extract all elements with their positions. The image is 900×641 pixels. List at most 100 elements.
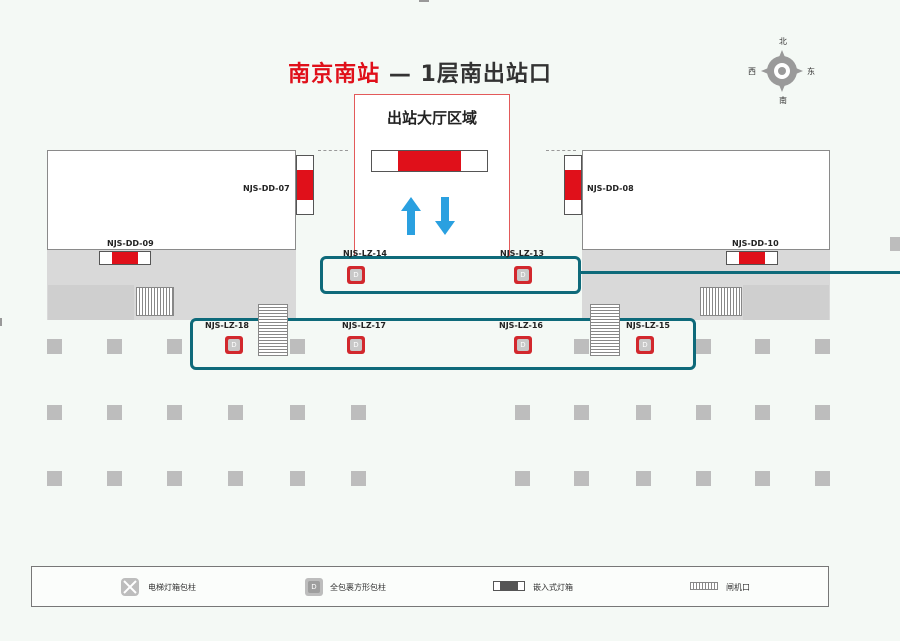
left-turnstile	[136, 287, 174, 316]
legend: 电梯灯箱包柱 D 全包裹方形包柱 嵌入式灯箱 闸机口	[31, 566, 829, 607]
column	[47, 471, 62, 486]
legend-item3-label: 嵌入式灯箱	[533, 583, 573, 592]
legend-item2-label: 全包裹方形包柱	[330, 583, 386, 592]
legend-item4-label: 闸机口	[726, 583, 750, 592]
lightbox-dd08	[564, 155, 582, 215]
column	[755, 471, 770, 486]
right-turnstile	[700, 287, 742, 316]
column	[228, 471, 243, 486]
column	[107, 405, 122, 420]
embedded-lightbox-icon-fill	[500, 582, 518, 590]
lightbox-dd10	[726, 251, 778, 265]
pillar-lz14-glyph: D	[350, 269, 362, 281]
pillar-lz16: D	[514, 336, 532, 354]
column	[290, 339, 305, 354]
column	[167, 471, 182, 486]
right-escalator	[590, 304, 620, 356]
column	[290, 405, 305, 420]
right-building	[582, 150, 830, 250]
column	[755, 339, 770, 354]
compass-icon	[761, 50, 803, 92]
exit-hall-label: 出站大厅区域	[386, 109, 477, 127]
dashed-line-left	[318, 150, 348, 151]
lightbox-dd09-fill	[112, 252, 138, 264]
column	[351, 405, 366, 420]
column	[574, 405, 589, 420]
column	[815, 405, 830, 420]
square-pillar-glyph: D	[308, 581, 320, 593]
pillar-lz15-glyph: D	[639, 339, 651, 351]
column	[636, 405, 651, 420]
column	[815, 471, 830, 486]
pillar-lz13-glyph: D	[517, 269, 529, 281]
column	[167, 405, 182, 420]
turnstile-icon	[690, 582, 718, 590]
label-dd07: NJS-DD-07	[243, 184, 290, 193]
embedded-lightbox-icon	[493, 581, 525, 591]
pillar-lz18-glyph: D	[228, 339, 240, 351]
highlight-group-lower	[190, 318, 696, 370]
highlight-leader-line	[581, 271, 900, 274]
column	[696, 339, 711, 354]
pillar-lz18: D	[225, 336, 243, 354]
label-dd10: NJS-DD-10	[732, 239, 779, 248]
right-ground-shade	[743, 285, 829, 320]
column	[167, 339, 182, 354]
column	[815, 339, 830, 354]
column	[755, 405, 770, 420]
label-lz16: NJS-LZ-16	[499, 321, 543, 330]
label-dd08: NJS-DD-08	[587, 184, 634, 193]
pillar-lz17-glyph: D	[350, 339, 362, 351]
pillar-lz13: D	[514, 266, 532, 284]
elevator-pillar-icon	[121, 578, 139, 596]
exit-hall-area: 出站大厅区域	[354, 94, 510, 257]
lightbox-dd08-fill	[565, 170, 581, 200]
label-lz18: NJS-LZ-18	[205, 321, 249, 330]
lightbox-dd10-fill	[739, 252, 765, 264]
left-ground-shade	[48, 285, 134, 320]
column	[696, 405, 711, 420]
column	[574, 471, 589, 486]
hall-lightbox-fill	[398, 151, 461, 171]
column	[636, 471, 651, 486]
up-down-arrows-icon	[401, 197, 455, 235]
label-dd09: NJS-DD-09	[107, 239, 154, 248]
pillar-lz16-glyph: D	[517, 339, 529, 351]
edge-marker	[890, 237, 900, 251]
column	[696, 471, 711, 486]
column	[107, 339, 122, 354]
title-separator: —	[388, 62, 412, 87]
square-pillar-icon: D	[305, 578, 323, 596]
column	[290, 471, 305, 486]
left-edge-tick	[0, 318, 2, 326]
floor-name: 1层南出站口	[420, 62, 552, 87]
hall-lightbox	[371, 150, 488, 172]
column	[351, 471, 366, 486]
legend-item1-label: 电梯灯箱包柱	[148, 583, 196, 592]
compass-north: 北	[779, 37, 787, 46]
top-tick	[419, 0, 429, 2]
compass-west: 西	[748, 67, 756, 76]
pillar-lz15: D	[636, 336, 654, 354]
dashed-line-right	[546, 150, 576, 151]
column	[515, 405, 530, 420]
label-lz14: NJS-LZ-14	[343, 249, 387, 258]
label-lz13: NJS-LZ-13	[500, 249, 544, 258]
compass-east: 东	[807, 67, 815, 76]
column	[515, 471, 530, 486]
left-escalator	[258, 304, 288, 356]
column	[107, 471, 122, 486]
left-building	[47, 150, 296, 250]
compass: 北 南 西 东	[748, 37, 815, 105]
station-name: 南京南站	[288, 62, 381, 87]
lightbox-dd07	[296, 155, 314, 215]
column	[47, 405, 62, 420]
pillar-lz17: D	[347, 336, 365, 354]
pillar-lz14: D	[347, 266, 365, 284]
map-title: 南京南站 — 1层南出站口	[0, 56, 840, 88]
lightbox-dd09	[99, 251, 151, 265]
highlight-group-upper	[320, 256, 581, 294]
lightbox-dd07-fill	[297, 170, 313, 200]
column	[574, 339, 589, 354]
label-lz15: NJS-LZ-15	[626, 321, 670, 330]
